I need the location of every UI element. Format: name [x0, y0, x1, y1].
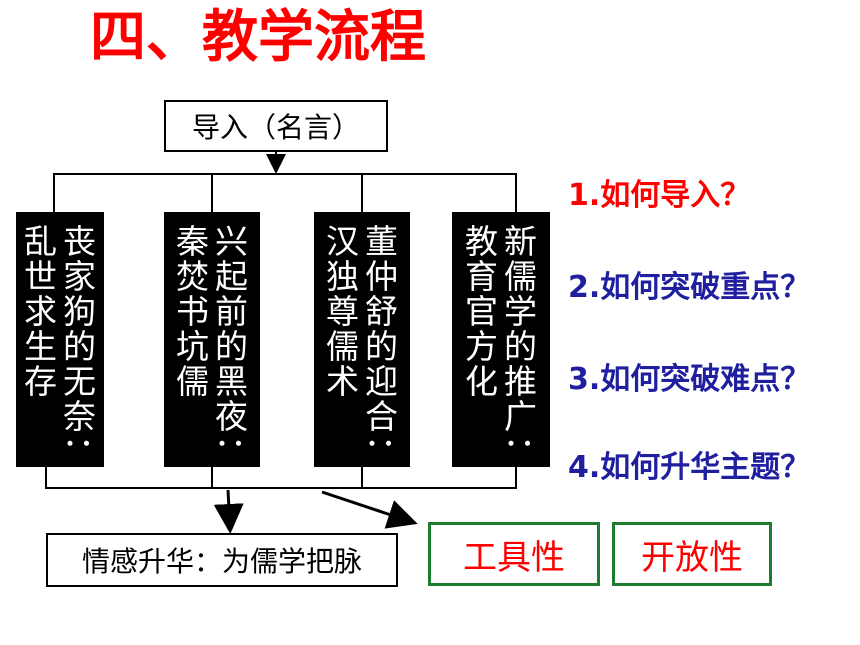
column-1-line-2: 乱世求生存: [24, 222, 57, 401]
question-1-num: 1.: [568, 178, 601, 213]
column-3-line-1: 董仲舒的迎合：: [362, 222, 401, 468]
question-1: 1.如何导入？: [568, 176, 750, 216]
tags-arrow: [321, 490, 418, 529]
flow-column-4: 新儒学的推广： 教育官方化: [452, 212, 550, 468]
question-2-text: 如何突破重点？: [600, 270, 811, 305]
column-4-line-1: 新儒学的推广：: [501, 222, 540, 468]
tag-open: 开放性: [612, 522, 772, 586]
top-bracket: [53, 173, 517, 212]
bottom-bracket: [45, 467, 517, 489]
flow-column-3: 董仲舒的迎合： 汉独尊儒术: [314, 212, 410, 468]
question-4-text: 如何升华主题？: [600, 450, 811, 485]
question-1-text: 如何导入？: [600, 178, 751, 213]
column-2-line-1: 兴起前的黑夜：: [212, 222, 251, 468]
question-3-text: 如何突破难点？: [600, 362, 811, 397]
column-2-line-2: 秦焚书坑儒: [176, 222, 209, 401]
summary-box: 情感升华：为儒学把脉: [46, 533, 398, 587]
intro-box: 导入（名言）: [164, 100, 388, 152]
question-4-num: 4.: [568, 450, 601, 485]
tag-tool: 工具性: [428, 522, 600, 586]
column-4-line-2: 教育官方化: [465, 222, 498, 401]
summary-arrow: [213, 489, 244, 534]
flow-column-1: 丧家狗的无奈： 乱世求生存: [16, 212, 104, 468]
question-3-num: 3.: [568, 362, 601, 397]
column-1-line-1: 丧家狗的无奈：: [60, 222, 99, 468]
question-2-num: 2.: [568, 270, 601, 305]
flow-column-2: 兴起前的黑夜： 秦焚书坑儒: [164, 212, 260, 468]
page-title: 四、教学流程: [90, 5, 426, 70]
question-4: 4.如何升华主题？: [568, 448, 810, 488]
question-2: 2.如何突破重点？: [568, 268, 810, 308]
question-3: 3.如何突破难点？: [568, 360, 810, 400]
column-3-line-2: 汉独尊儒术: [326, 222, 359, 401]
